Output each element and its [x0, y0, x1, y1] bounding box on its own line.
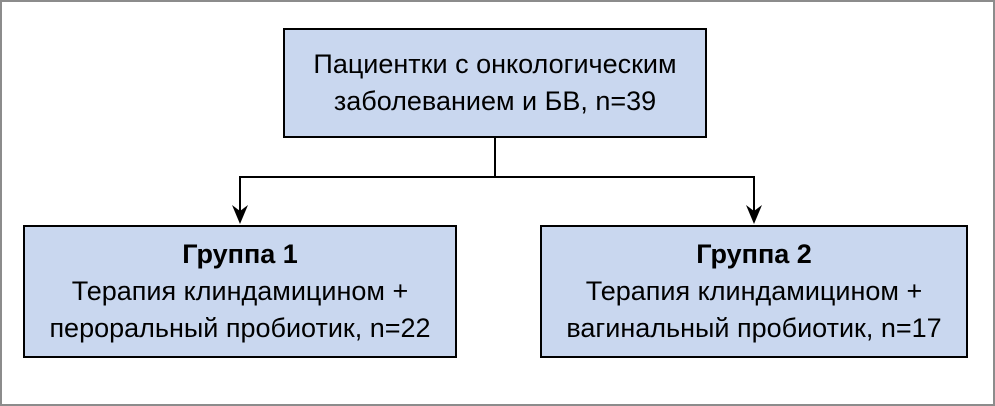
- node-group2-line1: Терапия клиндамицином +: [585, 276, 923, 306]
- node-patients-line1: Пациентки с онкологическим: [313, 49, 677, 79]
- node-patients: Пациентки с онкологическим заболеванием …: [283, 28, 707, 138]
- node-group1-line2: пероральный пробиотик, n=22: [49, 313, 431, 343]
- node-group2-title: Группа 2: [696, 239, 812, 269]
- arrowhead-right-icon: [746, 205, 762, 224]
- node-group2: Группа 2 Терапия клиндамицином + вагинал…: [540, 225, 968, 358]
- node-group1-line1: Терапия клиндамицином +: [71, 276, 409, 306]
- node-patients-line2: заболеванием и БВ, n=39: [333, 86, 657, 116]
- node-group2-line2: вагинальный пробиотик, n=17: [566, 313, 942, 343]
- node-group1-title: Группа 1: [182, 239, 298, 269]
- arrowhead-left-icon: [232, 205, 248, 224]
- node-group1: Группа 1 Терапия клиндамицином + перорал…: [23, 225, 457, 358]
